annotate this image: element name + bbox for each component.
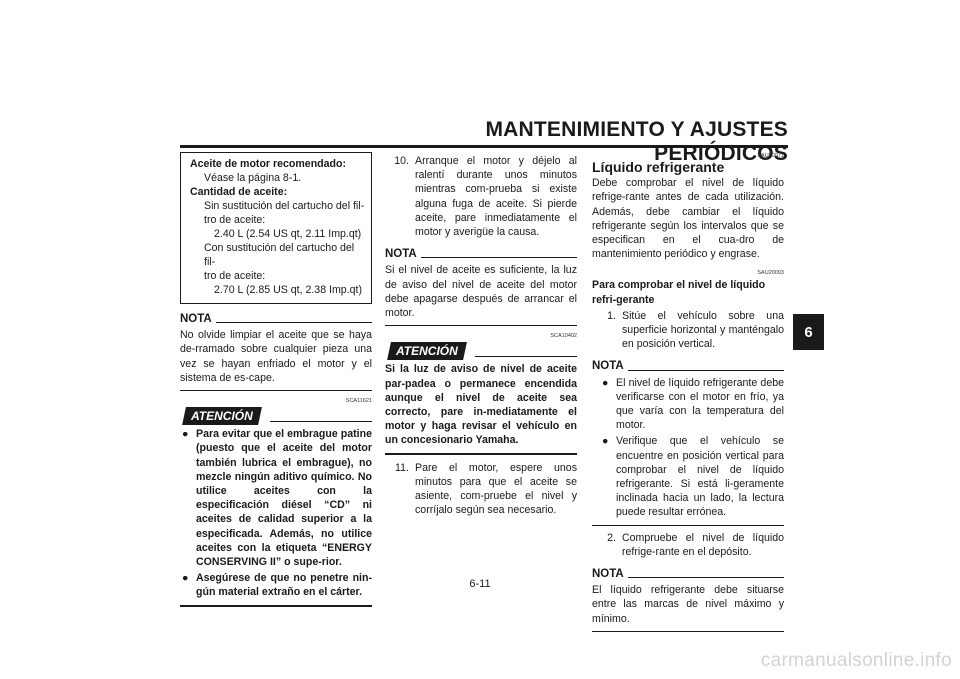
reference-code: SCA10402 [550,333,577,340]
column-3: SAU20071 Líquido refrigerante Debe compr… [592,152,784,632]
reference-code: SAU20071 [757,153,784,159]
divider [385,452,577,455]
column-1: Aceite de motor recomendado: Véase la pá… [180,152,372,607]
header-rule [180,145,788,148]
nota-text: Si el nivel de aceite es suficiente, la … [385,264,577,320]
divider [592,630,784,632]
section-title: Líquido refrigerante [592,159,725,175]
divider [180,604,372,607]
attention-rule [474,356,577,358]
attention-heading: ATENCIÓN [385,342,577,361]
attention-bullet: ● Para evitar que el embrague patine (pu… [180,427,372,569]
watermark: carmanualsonline.info [760,650,952,671]
bullet-icon: ● [182,572,189,585]
nota-heading: NOTA [592,359,784,373]
spec-value: tro de aceite: [204,214,266,226]
spec-value: 2.70 L (2.85 US qt, 2.38 Imp.qt) [214,284,363,296]
spec-value: Véase la página 8-1. [204,172,302,184]
spec-value: tro de aceite: [204,270,266,282]
attention-rule [269,421,372,423]
attention-badge: ATENCIÓN [387,342,467,361]
step-1: 1. Sitúe el vehículo sobre una superfici… [592,309,784,352]
divider [180,390,372,392]
nota-rule [627,577,784,579]
bullet-icon: ● [602,435,609,448]
oil-spec-box: Aceite de motor recomendado: Véase la pá… [180,152,372,304]
step-text: Pare el motor, espere unos minutos para … [415,461,577,517]
step-11: 11. Pare el motor, espere unos minutos p… [385,461,577,518]
spec-value: Con sustitución del cartucho del fil- [204,242,355,268]
step-number: 10. [394,155,409,167]
bullet-text: Para evitar que el embrague patine (pues… [196,428,372,569]
divider [385,325,577,327]
spec-value: Sin sustitución del cartucho del fil- [204,200,365,212]
spec-label: Cantidad de aceite: [190,186,288,198]
chapter-tab: 6 [793,314,824,350]
subsection-title: Para comprobar el nivel de líquido refri… [592,279,766,306]
step-text: Arranque el motor y déjelo al ralentí du… [415,155,577,239]
spec-label: Aceite de motor recomendado: [190,158,346,170]
bullet-text: El nivel de líquido refrigerante debe ve… [616,376,784,432]
nota-bullet: ● Verifique que el vehículo se encuentre… [592,434,784,519]
section-intro: Debe comprobar el nivel de líquido refri… [592,177,784,261]
attention-bullet: ● Asegúrese de que no penetre nin-gún ma… [180,571,372,599]
nota-text: El líquido refrigerante debe situarse en… [592,584,784,625]
nota-heading: NOTA [180,312,372,326]
step-2: 2. Compruebe el nivel de líquido refrige… [592,531,784,559]
step-10: 10. Arranque el motor y déjelo al ralent… [385,154,577,239]
bullet-text: Asegúrese de que no penetre nin-gún mate… [196,572,372,599]
reference-code: SCA11621 [345,398,372,405]
bullet-icon: ● [182,428,189,441]
nota-bullet: ● El nivel de líquido refrigerante debe … [592,376,784,433]
nota-label: NOTA [592,568,624,581]
attention-badge: ATENCIÓN [182,407,262,426]
bullet-text: Verifique que el vehículo se encuentre e… [616,435,784,519]
nota-text: No olvide limpiar el aceite que se haya … [180,329,372,384]
nota-label: NOTA [592,360,624,373]
step-text: Sitúe el vehículo sobre una superficie h… [622,309,784,351]
divider [592,524,784,526]
page-number: 6-11 [469,578,491,590]
column-2: 10. Arranque el motor y déjelo al ralent… [385,152,577,517]
attention-text: Si la luz de aviso de nivel de aceite pa… [385,363,577,447]
spec-value: 2.40 L (2.54 US qt, 2.11 Imp.qt) [214,228,362,240]
nota-heading: NOTA [385,247,577,261]
nota-rule [215,322,372,324]
nota-heading: NOTA [592,567,784,581]
reference-code: SAU20093 [757,270,784,277]
step-number: 1. [607,309,616,322]
step-number: 11. [395,461,409,474]
nota-rule [420,257,577,259]
bullet-icon: ● [602,376,609,389]
step-number: 2. [607,531,616,544]
nota-rule [627,369,784,371]
nota-label: NOTA [180,313,212,325]
nota-label: NOTA [385,248,417,261]
attention-heading: ATENCIÓN [180,407,372,426]
step-text: Compruebe el nivel de líquido refrige-ra… [622,531,784,558]
